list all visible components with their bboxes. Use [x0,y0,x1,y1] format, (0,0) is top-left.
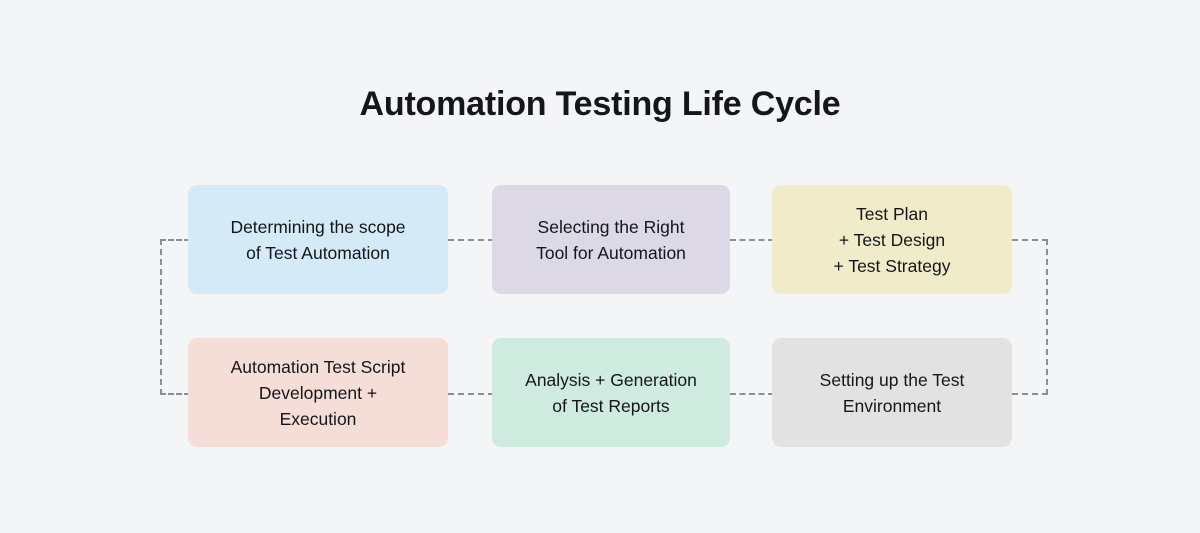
connector-node3-right [1012,239,1048,241]
connector-node4-left [160,393,190,395]
connector-node2-node3 [730,239,774,241]
node-setting-up-environment[interactable]: Setting up the Test Environment [772,338,1012,447]
node-label: Selecting the Right Tool for Automation [536,216,686,263]
node-label: Determining the scope of Test Automation [230,216,406,263]
node-selecting-tool[interactable]: Selecting the Right Tool for Automation [492,185,730,294]
node-label: Automation Test Script Development + Exe… [230,356,406,429]
node-script-development-execution[interactable]: Automation Test Script Development + Exe… [188,338,448,447]
node-test-plan-design-strategy[interactable]: Test Plan + Test Design + Test Strategy [772,185,1012,294]
node-analysis-generation-reports[interactable]: Analysis + Generation of Test Reports [492,338,730,447]
connector-node6-node5 [730,393,774,395]
node-label: Test Plan + Test Design + Test Strategy [833,203,951,276]
node-label: Analysis + Generation of Test Reports [525,369,697,416]
connector-right-node6 [1012,393,1048,395]
connector-left-node1 [160,239,190,241]
connector-node1-node2 [448,239,494,241]
page-title: Automation Testing Life Cycle [359,85,841,123]
node-label: Setting up the Test Environment [819,369,965,416]
connector-left-vertical [160,239,162,395]
connector-right-vertical [1046,239,1048,395]
node-determining-scope[interactable]: Determining the scope of Test Automation [188,185,448,294]
connector-node5-node4 [448,393,494,395]
